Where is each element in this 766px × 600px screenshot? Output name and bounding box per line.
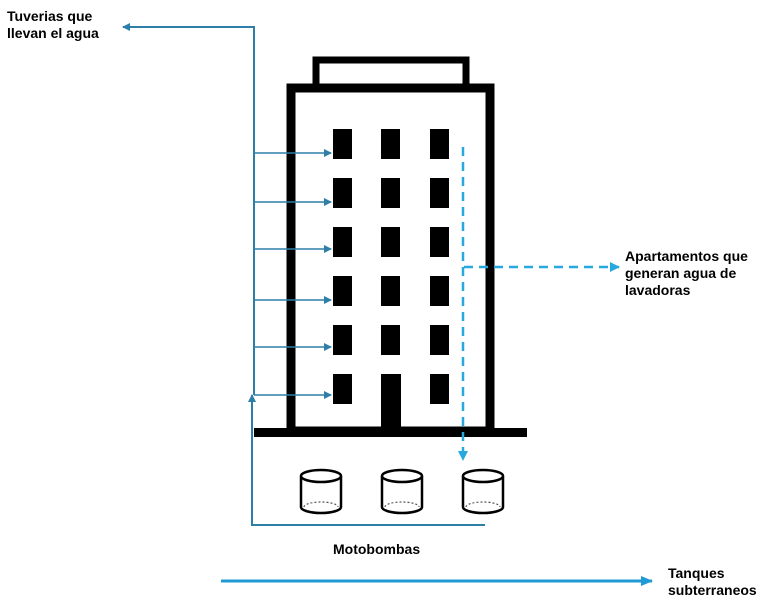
window [430, 374, 449, 404]
window [333, 325, 352, 355]
pumps-group [299, 468, 505, 515]
window [381, 227, 400, 257]
pipes-label: Tuverias que llevan el agua [7, 8, 99, 42]
pipes-label-line-1: Tuverias que [7, 8, 93, 24]
tank-icon [299, 468, 343, 515]
roof-block [312, 56, 470, 91]
tank-top [461, 468, 505, 484]
tanks-label: Tanques subterraneos [668, 565, 757, 599]
window [430, 276, 449, 306]
window [333, 178, 352, 208]
apartments-label-line-1: Apartamentos que [625, 248, 748, 264]
window [333, 276, 352, 306]
tank-body [380, 476, 424, 515]
building-door [381, 374, 401, 430]
window [430, 227, 449, 257]
pipes-label-line-2: llevan el agua [7, 25, 99, 41]
window [381, 276, 400, 306]
building-icon [254, 56, 527, 437]
window [430, 129, 449, 159]
tanks-label-line-1: Tanques [668, 565, 725, 581]
window [381, 129, 400, 159]
building-windows [333, 129, 449, 404]
tank-icon [461, 468, 505, 515]
tank-base-line [303, 501, 339, 508]
tank-top [299, 468, 343, 484]
tank-body [461, 476, 505, 515]
tank-body [299, 476, 343, 515]
greywater-arrow [458, 147, 620, 461]
window [333, 374, 352, 404]
window [381, 178, 400, 208]
pumps-label-text: Motobombas [333, 541, 421, 557]
pumps-label: Motobombas [333, 541, 420, 558]
supply-main-pipe [248, 394, 485, 526]
apartments-label: Apartamentos que generan agua de lavador… [625, 248, 748, 299]
ground-line [254, 428, 527, 437]
supply-pipe [122, 23, 485, 526]
tank-base-line [384, 501, 420, 508]
window [381, 325, 400, 355]
window [430, 325, 449, 355]
window [333, 129, 352, 159]
supply-riser-pipe [122, 23, 255, 395]
apartments-label-line-2: generan agua de [625, 265, 737, 281]
apartments-label-line-3: lavadoras [625, 282, 691, 298]
window [430, 178, 449, 208]
tank-top [380, 468, 424, 484]
tank-base-line [465, 501, 501, 508]
tanks-label-line-2: subterraneos [668, 582, 757, 598]
tank-icon [380, 468, 424, 515]
window [333, 227, 352, 257]
